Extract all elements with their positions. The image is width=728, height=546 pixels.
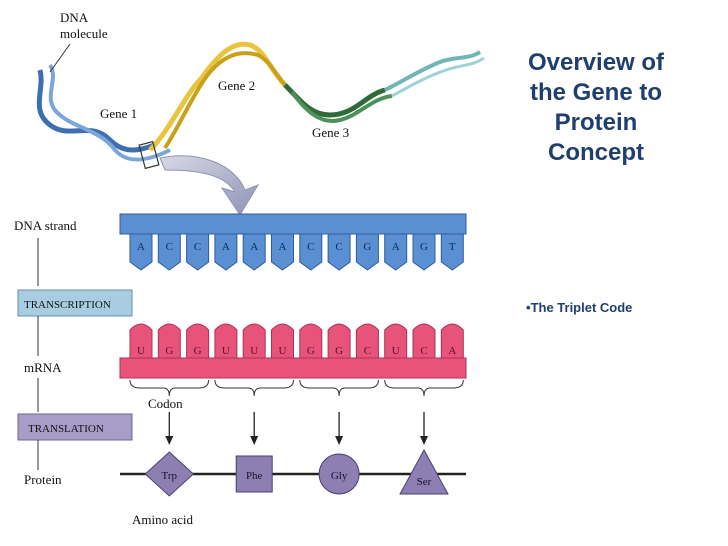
dna-base — [299, 233, 323, 271]
dna-molecule-helix — [36, 41, 485, 170]
dna-base-letter: C — [166, 241, 173, 253]
protein-label: Protein — [24, 472, 62, 487]
dna-strand-backbone — [119, 213, 467, 235]
codon-arrow-head — [250, 436, 259, 445]
codon-arrow-head — [335, 436, 344, 445]
zoom-arrow — [159, 155, 260, 216]
mrna-base-letter: G — [335, 345, 343, 357]
dna-base-letter: A — [222, 241, 230, 253]
mrna-base — [299, 323, 323, 359]
codon-bracket — [384, 379, 464, 397]
mrna-base — [157, 323, 181, 359]
dna-base — [355, 233, 379, 271]
mrna-base-letter: U — [137, 345, 145, 357]
mrna-base — [129, 323, 153, 359]
mrna-base — [440, 323, 464, 359]
codon-arrow-head — [165, 436, 174, 445]
dna-base — [384, 233, 408, 271]
dna-base — [271, 233, 294, 271]
dna-molecule-pointer — [49, 43, 71, 73]
mrna-label: mRNA — [24, 360, 62, 375]
mrna-base-letter: C — [420, 345, 427, 357]
translation-label: TRANSLATION — [28, 423, 104, 435]
transcription-label: TRANSCRIPTION — [24, 299, 111, 311]
mrna-base-letter: U — [222, 345, 230, 357]
mrna-base-letter: G — [165, 345, 173, 357]
title-line-1: Overview of — [527, 49, 665, 76]
dna-base — [186, 233, 210, 271]
dna-base — [327, 233, 351, 271]
amino-acid-name: Gly — [331, 470, 348, 482]
dna-base-letter: A — [279, 241, 287, 253]
codon-label: Codon — [148, 396, 183, 411]
mrna-base-letter: C — [364, 345, 371, 357]
dna-base-letter: C — [194, 241, 201, 253]
mrna-base-letter: U — [250, 345, 258, 357]
codon-bracket — [214, 379, 294, 397]
mrna-base — [214, 323, 238, 359]
dna-molecule-label-line2: molecule — [60, 26, 108, 41]
codon-bracket — [129, 379, 210, 397]
codon-bracket — [299, 379, 379, 397]
title-line-4: Concept — [548, 139, 644, 166]
dna-strand-label: DNA strand — [14, 218, 77, 233]
mrna-base — [242, 323, 266, 359]
dna-base-letter: A — [392, 241, 400, 253]
dna-base — [440, 233, 464, 271]
codon-arrow-head — [420, 436, 428, 445]
amino-acid-shape — [399, 448, 449, 495]
mrna-base — [271, 323, 294, 359]
mrna-base-letter: A — [448, 345, 456, 357]
codon-brackets — [129, 379, 464, 397]
codon-arrows — [165, 412, 428, 445]
mrna-base — [384, 323, 408, 359]
dna-base-letter: T — [449, 241, 456, 253]
bullet-triplet-code: •The Triplet Code — [526, 300, 632, 315]
mrna-base-letter: G — [194, 345, 202, 357]
bullet-text: The Triplet Code — [530, 300, 633, 315]
amino-acid-shape — [318, 453, 360, 495]
title-line-2: the Gene to — [529, 79, 662, 106]
amino-acid-label: Amino acid — [132, 512, 194, 527]
slide-title: Overview of the Gene to Protein Concept — [500, 48, 692, 168]
bullet-marker: • — [526, 300, 531, 315]
dna-base-letter: C — [335, 241, 342, 253]
gene2-label: Gene 2 — [218, 78, 255, 93]
translation-box — [17, 413, 133, 441]
dna-base-letter: C — [307, 241, 314, 253]
amino-acid-name: Phe — [246, 470, 263, 482]
mrna-base-letter: U — [392, 345, 400, 357]
transcription-box — [17, 289, 133, 317]
mrna-base — [412, 323, 436, 359]
amino-acid-shape — [235, 455, 273, 493]
mrna-base-letter: G — [307, 345, 315, 357]
mrna-base-letter: U — [279, 345, 287, 357]
mrna-base — [327, 323, 351, 359]
mrna-base — [355, 323, 379, 359]
title-line-3: Protein — [554, 109, 638, 136]
dna-molecule-label-line1: DNA — [60, 10, 89, 25]
dna-base — [242, 233, 266, 271]
mrna-base — [186, 323, 210, 359]
mrna-backbone — [119, 357, 467, 379]
dna-base-letter: A — [250, 241, 258, 253]
dna-base — [129, 233, 153, 271]
amino-acid-shape — [144, 451, 195, 497]
amino-acid-name: Trp — [162, 470, 178, 482]
dna-base — [412, 233, 436, 271]
dna-base-letter: G — [420, 241, 428, 253]
dna-base-letter: G — [363, 241, 371, 253]
gene3-label: Gene 3 — [312, 125, 349, 140]
dna-base-letter: A — [137, 241, 145, 253]
dna-base — [157, 233, 181, 271]
dna-base — [214, 233, 238, 271]
gene1-label: Gene 1 — [100, 106, 137, 121]
amino-acid-name: Ser — [417, 476, 432, 488]
